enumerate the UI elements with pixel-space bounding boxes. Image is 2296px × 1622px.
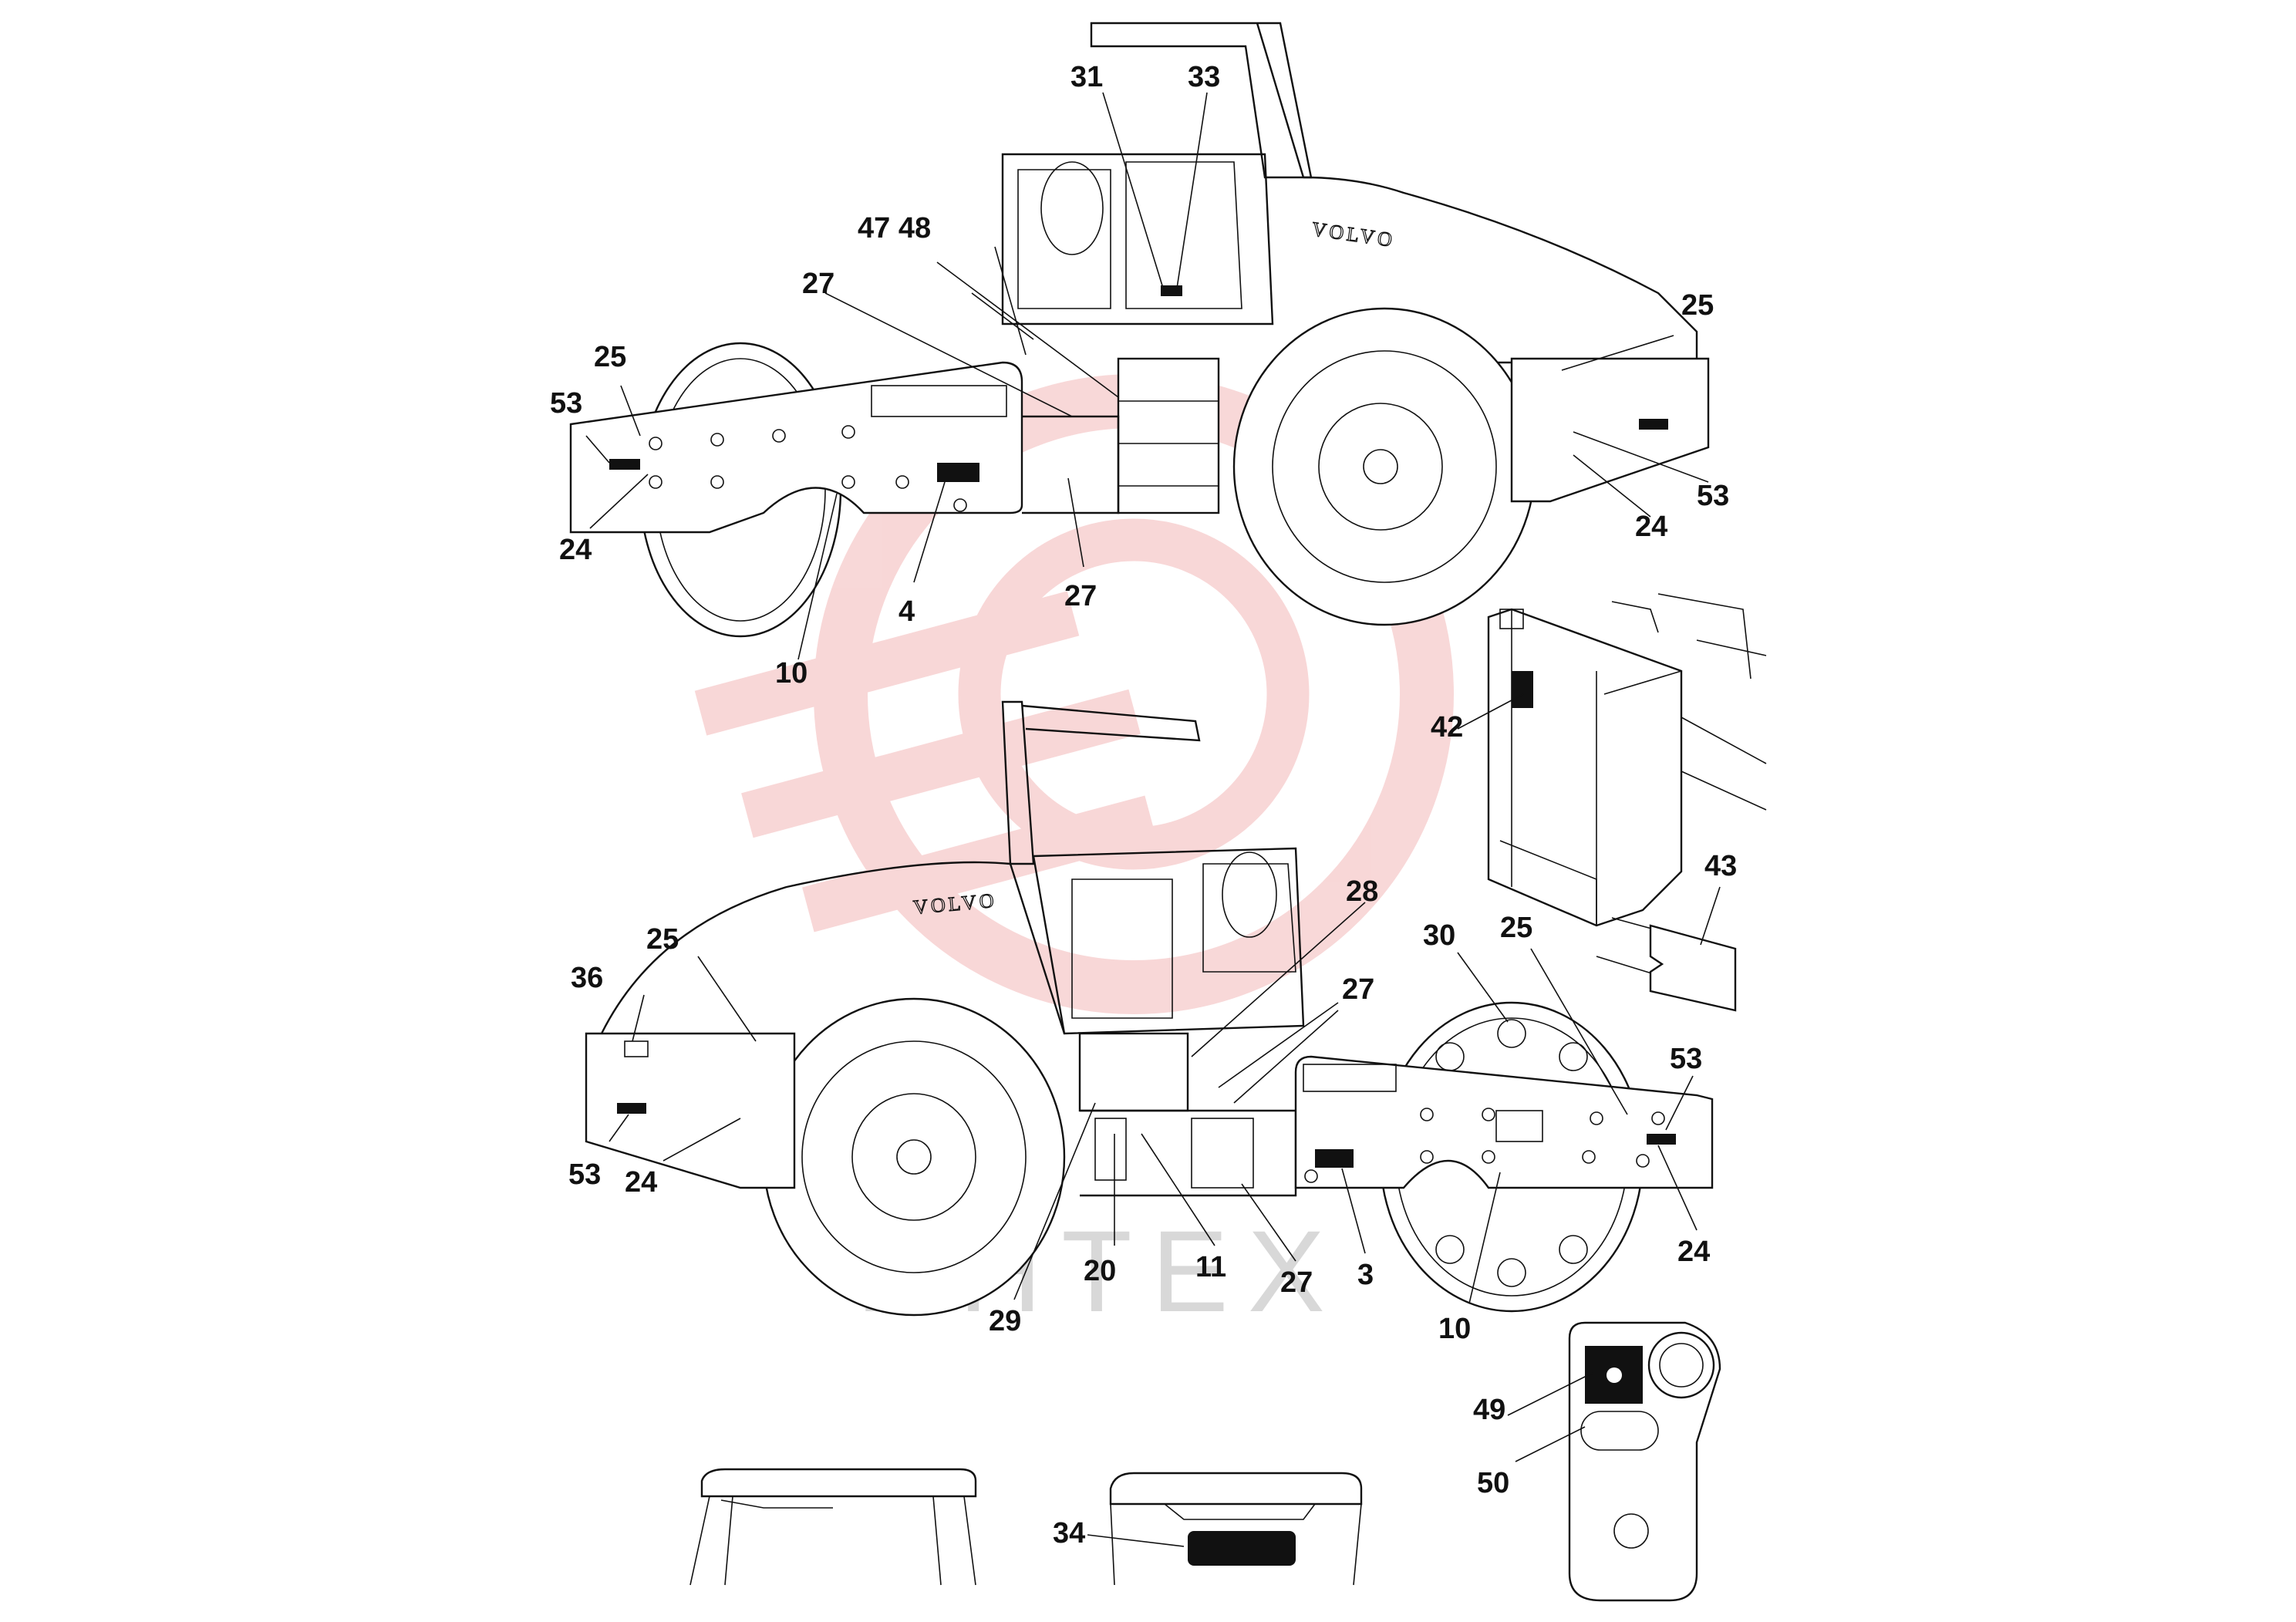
decal-34 [1188, 1531, 1296, 1566]
decal-4 [937, 463, 979, 482]
bottom-callout-leaders [609, 902, 1698, 1304]
callout-43: 43 [1704, 850, 1737, 882]
callout-53-top-rear: 53 [1697, 480, 1729, 512]
callout-24-top-rear: 24 [1635, 511, 1667, 543]
callout-27-top-upper: 27 [802, 268, 834, 300]
callout-53-bottom-rear: 53 [568, 1158, 601, 1191]
decal-53-rear-top [1639, 419, 1668, 430]
callout-3: 3 [1357, 1259, 1374, 1291]
callout-28: 28 [1346, 875, 1378, 908]
top-callout-leaders [585, 92, 1709, 660]
callout-20: 20 [1084, 1255, 1116, 1287]
callout-25-bottom-front: 25 [1500, 912, 1532, 944]
callout-10-bottom: 10 [1438, 1313, 1471, 1345]
key-fob-detail [1568, 1321, 1721, 1602]
callout-49: 49 [1473, 1394, 1505, 1426]
callout-25-top-rear: 25 [1681, 289, 1714, 322]
callout-11: 11 [1195, 1251, 1226, 1283]
callout-24-bottom-front: 24 [1677, 1236, 1710, 1268]
callout-42: 42 [1431, 711, 1463, 744]
callout-25-bottom-rear: 25 [646, 923, 679, 956]
callout-27-top-lower: 27 [1064, 580, 1097, 612]
bottom-roller-view: VOLVO [585, 700, 1714, 1317]
callout-36: 36 [571, 962, 603, 994]
callout-30: 30 [1423, 919, 1455, 952]
callout-27-bottom-lower: 27 [1280, 1266, 1313, 1299]
volvo-logo-top: VOLVO [1310, 218, 1397, 251]
callout-34: 34 [1053, 1517, 1085, 1549]
callout-25-top-front: 25 [594, 341, 626, 373]
callout-53-bottom-front: 53 [1670, 1043, 1702, 1075]
decal-42 [1512, 671, 1533, 708]
decal-3 [1315, 1149, 1354, 1168]
callout-4: 4 [899, 595, 915, 628]
callout-50: 50 [1477, 1467, 1509, 1499]
callout-47-48: 47 48 [858, 212, 931, 244]
callout-27-bottom-upper: 27 [1342, 973, 1374, 1006]
hood-vent-detail [1109, 1472, 1363, 1586]
callout-29: 29 [989, 1305, 1021, 1337]
callout-31: 31 [1070, 61, 1103, 93]
callout-53-top-front: 53 [550, 387, 582, 420]
callout-10-top: 10 [775, 657, 807, 690]
decal-53-front-bottom [1647, 1134, 1676, 1145]
seat-console-detail [689, 1468, 977, 1586]
callout-33: 33 [1188, 61, 1220, 93]
callout-24-bottom-rear: 24 [625, 1166, 657, 1199]
battery-box-detail [1487, 593, 1767, 1012]
callout-24-top-front: 24 [559, 534, 592, 566]
decal-53-rear-bottom [617, 1103, 646, 1114]
decal-53-front-top [609, 459, 640, 470]
